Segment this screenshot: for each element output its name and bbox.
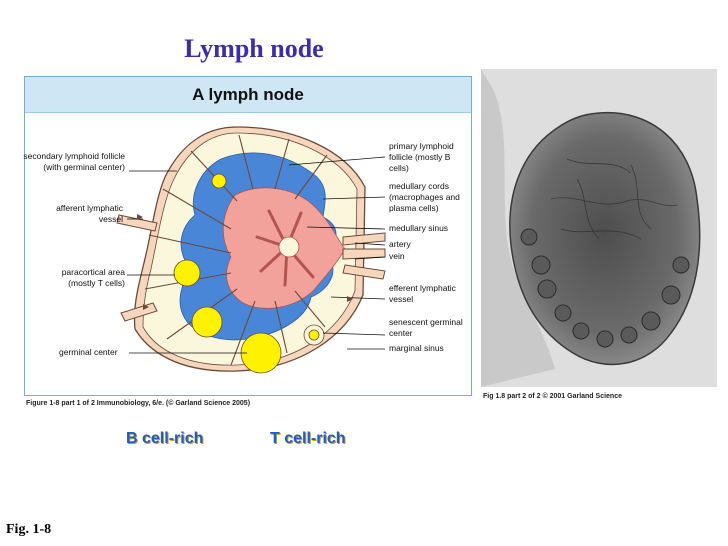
label-medullary-sinus: medullary sinus (389, 223, 449, 233)
label-vein: vein (389, 251, 405, 261)
legend-b-cell: B cell-rich (126, 430, 204, 447)
follicle-left (173, 259, 201, 287)
legend-t-cell: T cell-rich (270, 430, 346, 447)
label-paracortical-area: paracortical area (mostly T cells) (61, 267, 125, 288)
slide-title: Lymph node (184, 34, 324, 63)
label-germinal-center: germinal center (59, 347, 118, 357)
photo-caption: Fig 1.8 part 2 of 2 © 2001 Garland Scien… (483, 393, 622, 400)
node-section (509, 111, 701, 366)
diagram-header: A lymph node (25, 77, 471, 113)
label-afferent-vessel: afferent lymphatic vessel (56, 203, 123, 224)
label-marginal-sinus: marginal sinus (389, 343, 444, 353)
diagram-credit: Figure 1-8 part 1 of 2 Immunobiology, 6/… (26, 400, 251, 407)
lymph-node-illustration (116, 126, 386, 374)
label-medullary-cords: medullary cords (macrophages and plasma … (389, 181, 460, 213)
label-senescent-germinal-center: senescent germinal center (389, 317, 463, 338)
label-primary-follicle: primary lymphoid follicle (mostly B cell… (389, 141, 454, 173)
label-artery: artery (389, 239, 411, 249)
histology-photo (481, 69, 717, 387)
label-efferent-vessel: efferent lymphatic vessel (389, 283, 456, 304)
figure-reference: Fig. 1-8 (6, 522, 52, 537)
follicle-lower-left (191, 306, 223, 338)
lymph-node-diagram: A lymph node (23, 76, 472, 396)
germinal-center-top (211, 173, 227, 189)
hilum-vessels (342, 232, 386, 280)
label-secondary-follicle: secondary lymphoid follicle (with germin… (23, 151, 125, 172)
